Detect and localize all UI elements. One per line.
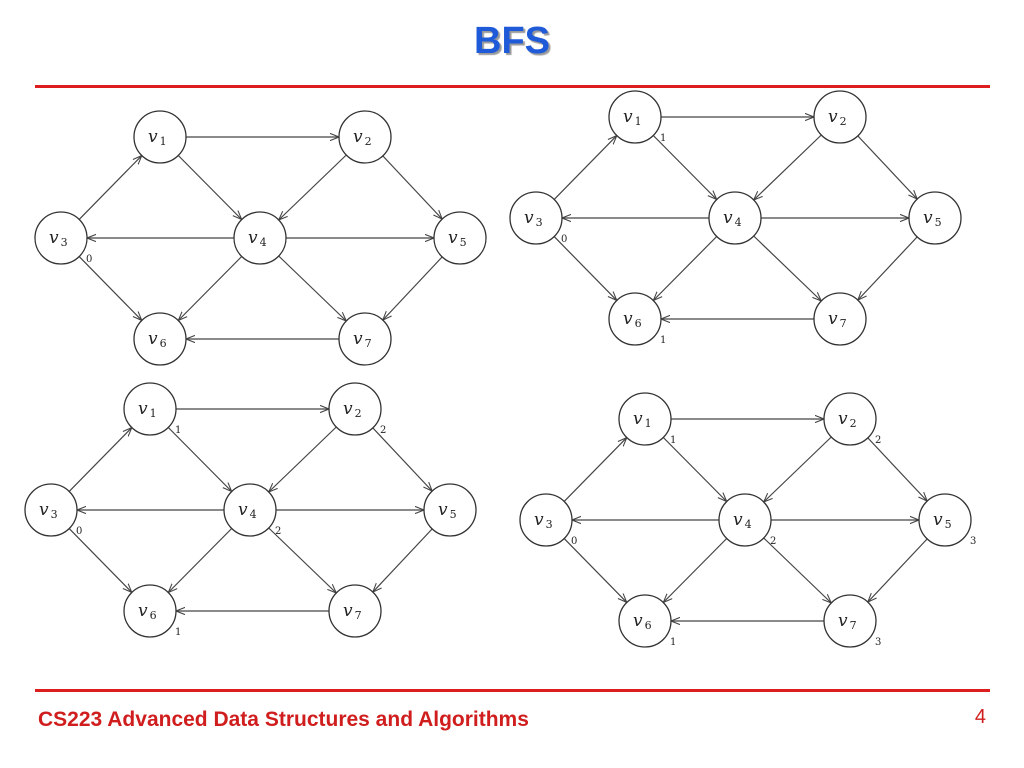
edge-v1-v4 [662,437,726,502]
edge-v4-v6 [168,528,233,593]
edge-v3-v6 [553,236,617,301]
slide-title: BFS [474,20,550,62]
footer-divider [35,689,990,692]
edge-v2-v4 [764,436,832,502]
distance-v1: 1 [175,425,181,436]
edge-v4-v7 [763,537,832,603]
edge-v4-v6 [663,538,728,603]
distance-v4: 2 [275,526,281,537]
edge-v1-v4 [167,427,231,492]
distance-v6: 1 [175,627,181,638]
edge-v2-v5 [857,135,917,199]
distance-v3: 0 [86,254,92,265]
distance-v4: 2 [770,536,776,547]
edge-v2-v5 [382,155,442,219]
edge-v4-v7 [278,255,347,321]
distance-v3: 0 [76,526,82,537]
distance-v1: 1 [660,133,666,144]
edge-v4-v7 [753,235,822,301]
edge-v3-v1 [563,438,627,502]
edge-v3-v1 [78,156,142,220]
page-number: 4 [974,706,986,728]
course-title: CS223 Advanced Data Structures and Algor… [38,708,529,731]
edge-v2-v4 [279,154,347,220]
distance-v6: 1 [670,637,676,648]
edge-v2-v4 [754,134,822,200]
edge-v5-v7 [868,538,928,602]
edge-v3-v1 [68,428,132,492]
distance-v7: 3 [875,637,881,648]
edge-v5-v7 [383,256,443,320]
edge-v2-v5 [867,437,927,501]
distance-v6: 1 [660,335,666,346]
edge-v3-v1 [553,136,617,200]
distance-v3: 0 [561,234,567,245]
edge-v5-v7 [373,528,433,592]
edge-v3-v6 [563,538,627,603]
distance-v3: 0 [571,536,577,547]
edge-v2-v4 [269,426,337,492]
distance-v5: 3 [970,536,976,547]
edge-v5-v7 [858,236,918,300]
edge-v4-v6 [653,236,718,301]
distance-v2: 2 [380,425,386,436]
distance-v2: 2 [875,435,881,446]
edge-v1-v4 [652,135,716,200]
edge-v3-v6 [68,528,132,593]
edge-v2-v5 [372,427,432,491]
edge-v1-v4 [177,155,241,220]
edge-v3-v6 [78,256,142,321]
title-divider [35,85,990,88]
edge-v4-v6 [178,256,243,321]
distance-v1: 1 [670,435,676,446]
edge-v4-v7 [268,527,337,593]
